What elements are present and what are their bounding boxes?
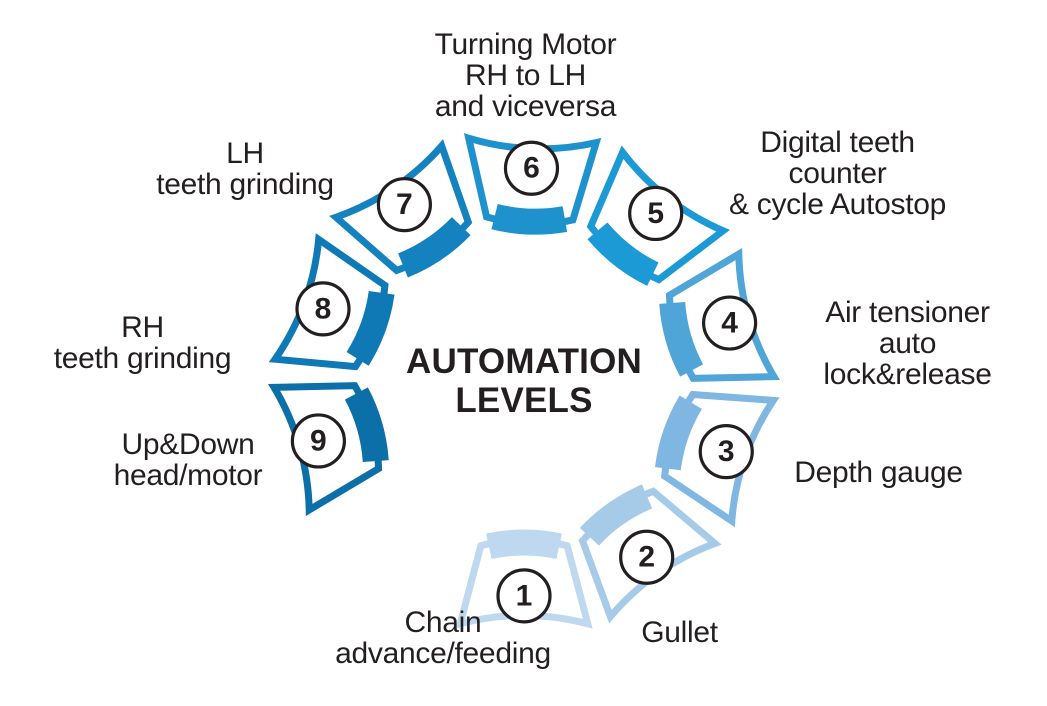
segment-number-5: 5 [647,197,664,230]
segment-number-circle-9 [290,413,346,469]
callout-label-4: LH teeth grinding [156,137,334,201]
segment-number-circle-7 [376,177,432,233]
wheel-segment-band-1 [486,529,562,560]
wheel-segment-band-6 [491,203,568,235]
callout-label-3: RH teeth grinding [53,311,232,375]
callout-label-6: Digital teeth counter & cycle Autostop [729,126,946,221]
wheel-segment-band-5 [587,222,659,286]
segment-number-9: 9 [310,424,327,457]
segment-number-2: 2 [638,541,655,574]
wheel-segment-band-2 [579,484,653,546]
wheel-segment-band-7 [397,216,471,278]
wheel-segment-band-9 [344,387,389,463]
wheel-segment-band-8 [346,290,395,366]
segment-number-1: 1 [516,579,533,612]
callout-label-9: Gullet [641,616,718,649]
segment-number-3: 3 [718,435,735,468]
segment-number-circle-8 [295,281,351,337]
wheel-segment-band-4 [659,301,704,377]
number-badges-group: 1 2 3 4 5 6 7 8 9 [290,140,758,624]
segment-number-circle-4 [702,295,758,351]
segment-number-circle-3 [698,424,754,480]
segment-number-8: 8 [315,292,332,325]
segment-number-4: 4 [721,307,738,340]
segment-number-circle-2 [619,529,675,585]
center-title: AUTOMATION LEVELS [406,342,642,421]
segment-number-circle-1 [496,568,552,624]
callout-label-2: Up&Down head/motor [113,428,263,492]
segment-number-circle-6 [503,140,560,196]
callout-label-7: Air tensioner auto lock&release [823,296,992,391]
callout-label-8: Depth gauge [794,456,963,489]
segment-number-7: 7 [396,188,413,221]
callout-label-5: Turning Motor RH to LH and viceversa [434,28,617,123]
wheel-segment-band-3 [654,395,703,471]
callout-label-1: Chain advance/feeding [335,606,551,670]
segment-number-6: 6 [523,152,540,185]
segment-number-circle-5 [628,185,684,242]
